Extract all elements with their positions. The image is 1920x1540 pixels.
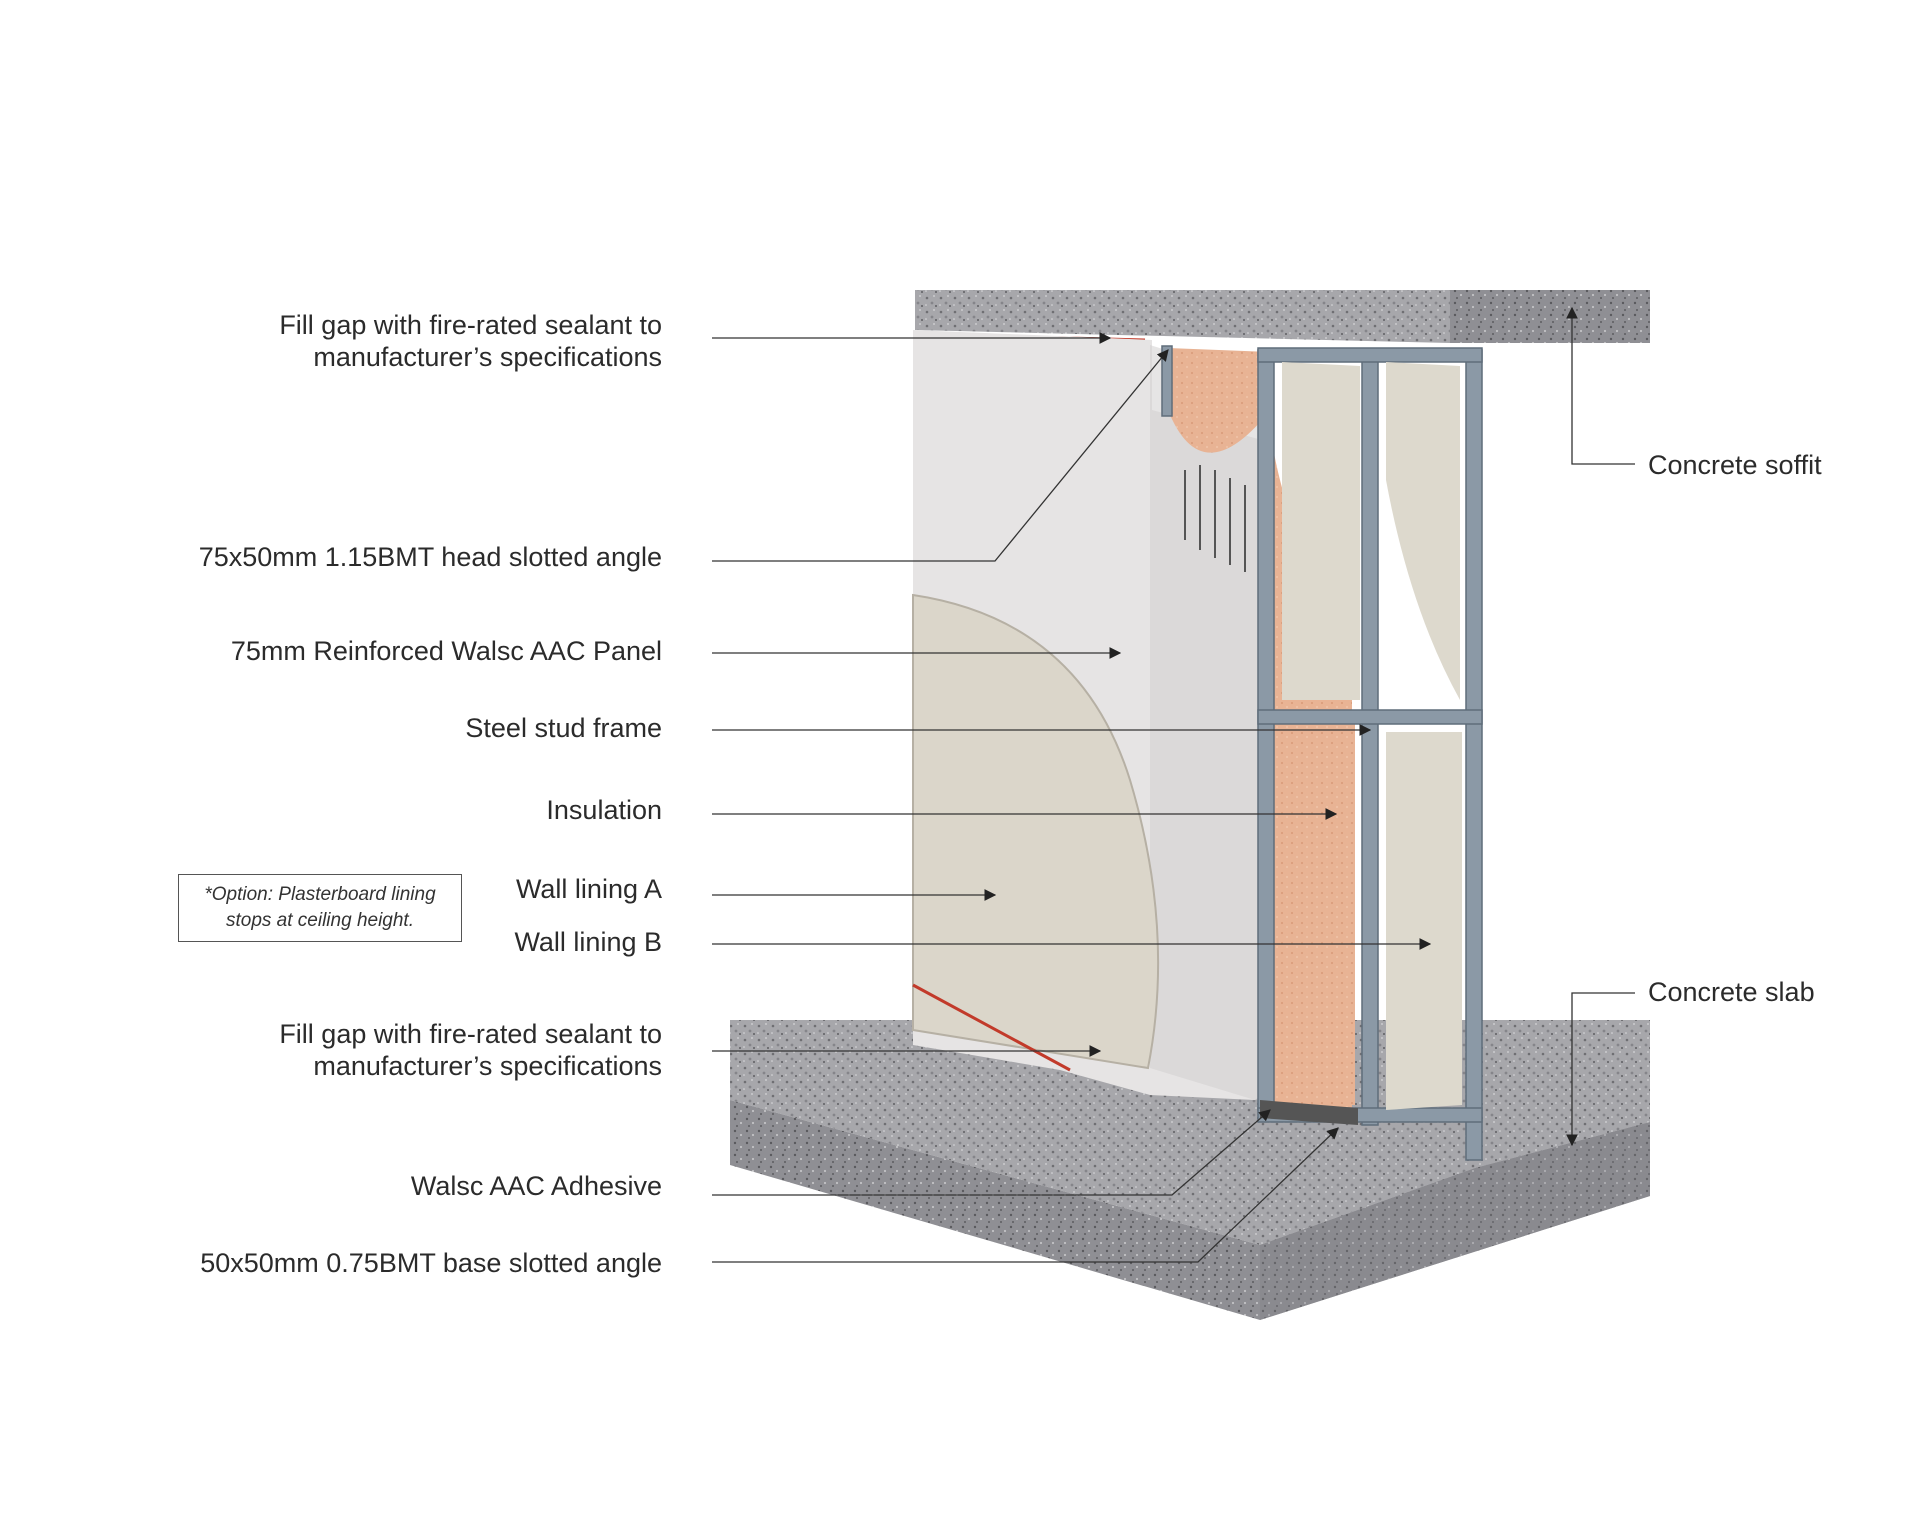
leader-slab <box>1566 992 1635 1147</box>
label-head-angle: 75x50mm 1.15BMT head slotted angle <box>198 542 662 572</box>
option-note-line2: stops at ceiling height. <box>225 910 414 931</box>
concrete-soffit <box>914 290 1650 343</box>
label-lining-b: Wall lining B <box>514 927 662 957</box>
option-note: *Option: Plasterboard lining stops at ce… <box>178 874 462 942</box>
leader-head-angle <box>712 349 1169 562</box>
label-soffit: Concrete soffit <box>1648 450 1822 480</box>
wall-lining-a <box>912 593 1160 1070</box>
option-note-line1: *Option: Plasterboard lining <box>204 884 436 905</box>
label-sealant-top-2: manufacturer’s specifications <box>313 342 662 372</box>
label-sealant-bottom-2: manufacturer’s specifications <box>313 1051 662 1081</box>
label-adhesive: Walsc AAC Adhesive <box>410 1171 662 1201</box>
leader-base-angle <box>712 1127 1339 1263</box>
base-angle <box>1260 1100 1358 1125</box>
label-stud-frame: Steel stud frame <box>465 713 662 743</box>
head-angle-fixings <box>1184 465 1246 572</box>
label-lining-a: Wall lining A <box>515 874 662 904</box>
wall-lining-b <box>1282 362 1462 1110</box>
leader-soffit <box>1566 306 1635 465</box>
leader-adhesive <box>712 1109 1271 1196</box>
label-sealant-top-1: Fill gap with fire-rated sealant to <box>279 310 662 340</box>
label-base-angle: 50x50mm 0.75BMT base slotted angle <box>200 1248 662 1278</box>
label-slab: Concrete slab <box>1648 977 1815 1007</box>
bottom-sealant-line <box>912 983 1071 1072</box>
label-insulation: Insulation <box>546 795 662 825</box>
label-aac-panel: 75mm Reinforced Walsc AAC Panel <box>230 636 662 666</box>
label-sealant-bottom-1: Fill gap with fire-rated sealant to <box>279 1019 662 1049</box>
